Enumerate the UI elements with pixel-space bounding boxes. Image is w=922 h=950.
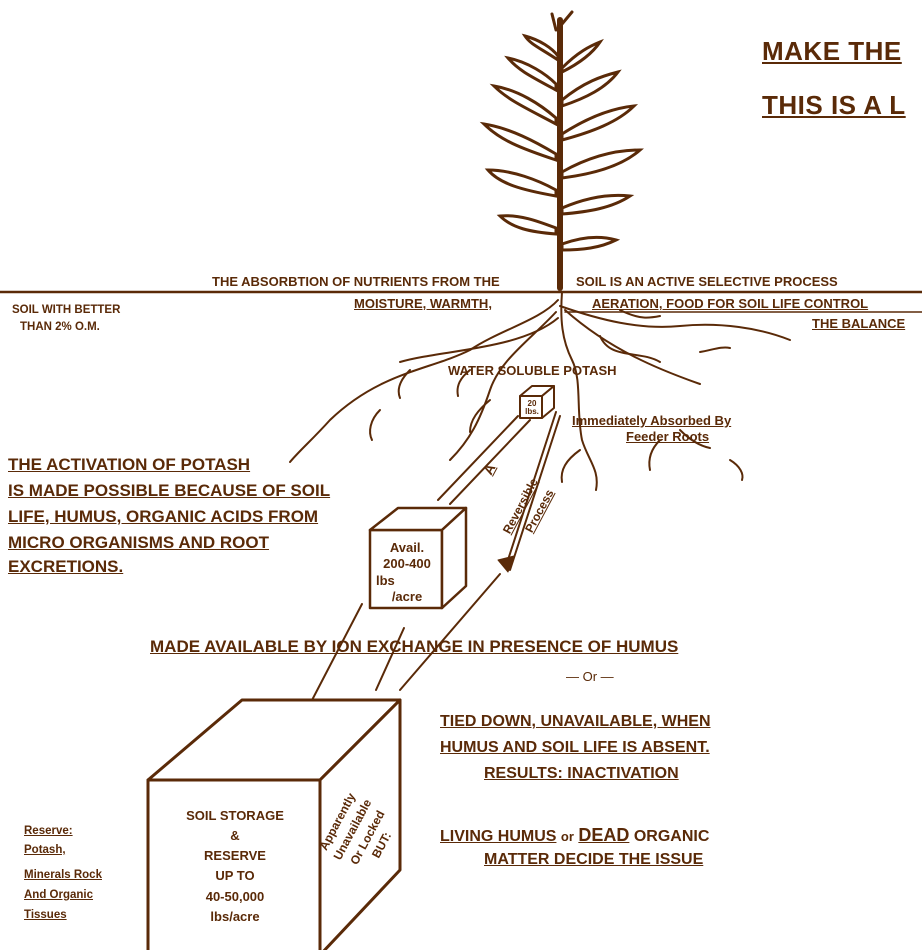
absorption-label: THE ABSORBTION OF NUTRIENTS FROM THE — [212, 275, 500, 288]
storage-l1: SOIL STORAGE — [160, 806, 310, 826]
header-line-1: MAKE THE — [762, 38, 902, 64]
tied-down-line-2: HUMUS AND SOIL LIFE IS ABSENT. — [440, 740, 710, 756]
soil-om-label-2: THAN 2% O.M. — [20, 322, 100, 334]
avail-box-l1: Avail. — [372, 540, 442, 556]
organic-text: ORGANIC — [634, 828, 710, 845]
ion-exchange-label: MADE AVAILABLE BY ION EXCHANGE IN PRESEN… — [150, 638, 678, 655]
moisture-label: MOISTURE, WARMTH, — [354, 297, 492, 310]
living-humus-text: LIVING HUMUS — [440, 828, 556, 845]
or-text: or — [561, 829, 574, 844]
avail-box-text: Avail. 200-400 lbs /acre — [372, 540, 442, 605]
storage-l6: lbs/acre — [160, 907, 310, 927]
storage-l3: RESERVE — [160, 846, 310, 866]
dead-text: DEAD — [578, 825, 629, 845]
or-divider: — Or — — [566, 670, 614, 683]
reserve-line-4: And Organic — [24, 890, 93, 902]
storage-box-text: SOIL STORAGE & RESERVE UP TO 40-50,000 l… — [160, 806, 310, 927]
tied-down-line-3: RESULTS: INACTIVATION — [484, 766, 679, 782]
storage-l2: & — [160, 826, 310, 846]
activation-line-1: THE ACTIVATION OF POTASH — [8, 456, 250, 473]
avail-box-l4: /acre — [372, 589, 442, 605]
reserve-line-3: Minerals Rock — [24, 870, 102, 882]
water-soluble-label: WATER SOLUBLE POTASH — [448, 364, 617, 377]
reserve-line-5: Tissues — [24, 910, 67, 922]
aeration-label: AERATION, FOOD FOR SOIL LIFE CONTROL — [592, 297, 868, 310]
activation-line-3: LIFE, HUMUS, ORGANIC ACIDS FROM — [8, 508, 318, 525]
avail-box-l3: lbs — [372, 573, 442, 589]
absorbed-label-2: Feeder Roots — [626, 430, 709, 443]
activation-line-5: EXCRETIONS. — [8, 558, 123, 575]
storage-l4: UP TO — [160, 866, 310, 886]
absorbed-label-1: Immediately Absorbed By — [572, 414, 731, 427]
absorption-label-cont: SOIL IS AN ACTIVE SELECTIVE PROCESS — [576, 275, 838, 288]
activation-line-4: MICRO ORGANISMS AND ROOT — [8, 534, 269, 551]
tied-down-line-1: TIED DOWN, UNAVAILABLE, WHEN — [440, 714, 711, 730]
header-line-2: THIS IS A L — [762, 92, 906, 118]
activation-line-2: IS MADE POSSIBLE BECAUSE OF SOIL — [8, 482, 330, 499]
avail-box-l2: 200-400 — [372, 556, 442, 572]
decide-line-1: LIVING HUMUS or DEAD ORGANIC — [440, 826, 709, 845]
decide-line-2: MATTER DECIDE THE ISSUE — [484, 852, 703, 868]
reserve-line-2: Potash, — [24, 845, 66, 857]
reserve-line-1: Reserve: — [24, 826, 73, 838]
soil-om-label-1: SOIL WITH BETTER — [12, 305, 120, 317]
balance-label: THE BALANCE — [812, 317, 905, 330]
storage-l5: 40-50,000 — [160, 887, 310, 907]
small-box-label: 20 lbs. — [521, 400, 543, 416]
